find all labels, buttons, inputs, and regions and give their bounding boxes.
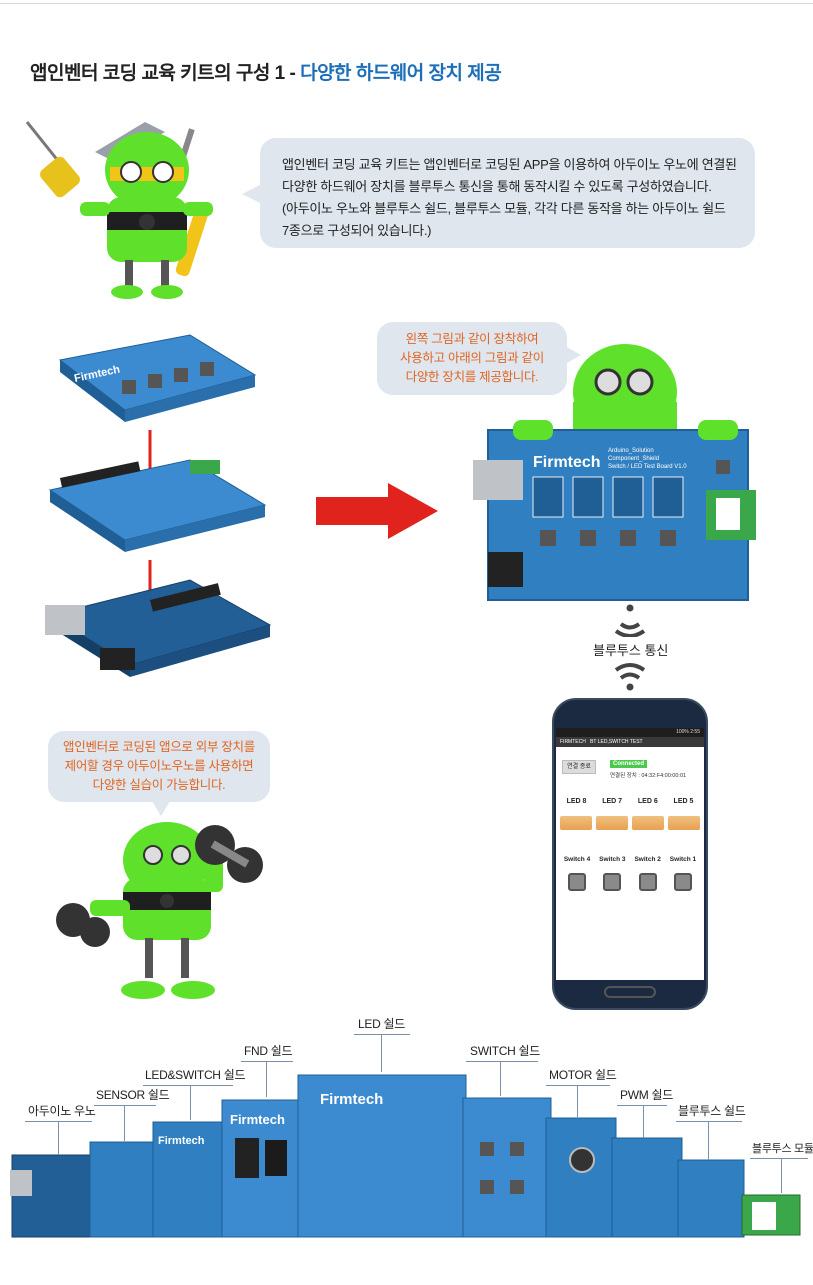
page-title: 앱인벤터 코딩 교육 키트의 구성 1 - 다양한 하드웨어 장치 제공 <box>30 58 502 85</box>
callout-bt-shield <box>708 1121 709 1160</box>
intro-line-3: (아두이노 우노와 블루투스 쉴드, 블루투스 모듈, 각각 다른 동작을 하는… <box>282 201 726 216</box>
led-label: LED 7 <box>602 798 623 805</box>
label-bluetooth-shield: 블루투스 쉴드 <box>678 1104 746 1118</box>
board-brand-led-switch: Firmtech <box>158 1135 205 1147</box>
label-arduino-uno: 아두이노 우노 <box>28 1104 96 1118</box>
phone-app-bar: FIRMTECH BT LED,SWITCH TEST <box>556 737 704 747</box>
switch-2-indicator <box>631 873 664 891</box>
intro-line-1: 앱인벤터 코딩 교육 키트는 앱인벤터로 코딩된 APP을 이용하여 아두이노 … <box>282 157 737 172</box>
callout-led <box>381 1034 382 1072</box>
switch-4-indicator <box>560 873 593 891</box>
robot-with-assembled-board-image: Firmtech Arduino_Solution Component_Shie… <box>473 344 756 601</box>
led-label: LED 8 <box>566 798 587 805</box>
connected-badge: Connected <box>610 760 648 768</box>
shield-lineup-image: Firmtech Firmtech Firmtech <box>10 1074 801 1238</box>
big-red-arrow-icon <box>316 483 438 539</box>
label-led-shield: LED 쉴드 <box>358 1017 405 1031</box>
callout-arduino-bar <box>25 1121 92 1122</box>
led-7-toggle[interactable] <box>596 816 628 830</box>
label-sensor-shield: SENSOR 쉴드 <box>96 1088 170 1102</box>
label-bluetooth-module: 블루투스 모듈 <box>752 1143 813 1155</box>
board-subtitle-2: Component_Shield <box>608 456 659 462</box>
callout-led-bar <box>354 1034 410 1035</box>
callout-bt-module <box>781 1158 782 1193</box>
bubble-tail <box>152 801 170 816</box>
switch-label: Switch 1 <box>669 856 697 863</box>
practice-line-2: 제어할 경우 아두이노우노를 사용하면 <box>64 759 254 773</box>
label-led-switch-shield: LED&SWITCH 쉴드 <box>145 1068 246 1082</box>
callout-led-switch-bar <box>143 1085 233 1086</box>
callout-motor <box>577 1085 578 1117</box>
switch-label: Switch 4 <box>563 856 591 863</box>
assembly-line-3: 다양한 장치를 제공합니다. <box>405 370 539 384</box>
phone-screen: 100% 2:55 FIRMTECH BT LED,SWITCH TEST 연결… <box>556 728 704 980</box>
led-image-row <box>560 816 700 830</box>
label-fnd-shield: FND 쉴드 <box>244 1044 293 1058</box>
callout-bt-shield-bar <box>676 1121 742 1122</box>
led-5-toggle[interactable] <box>668 816 700 830</box>
callout-sensor <box>124 1105 125 1141</box>
callout-switch-bar <box>466 1061 538 1062</box>
robot-with-tools-image <box>25 121 213 299</box>
led-6-toggle[interactable] <box>632 816 664 830</box>
callout-sensor-bar <box>94 1105 156 1106</box>
callout-pwm <box>643 1105 644 1138</box>
practice-line-1: 앱인벤터로 코딩된 앱으로 외부 장치를 <box>63 740 255 754</box>
page-title-accent: 다양한 하드웨어 장치 제공 <box>300 63 502 84</box>
callout-switch <box>500 1061 501 1096</box>
intro-speech-bubble: 앱인벤터 코딩 교육 키트는 앱인벤터로 코딩된 APP을 이용하여 아두이노 … <box>242 138 755 248</box>
switch-1-indicator <box>667 873 700 891</box>
callout-motor-bar <box>546 1085 610 1086</box>
practice-speech-bubble: 앱인벤터로 코딩된 앱으로 외부 장치를 제어할 경우 아두이노우노를 사용하면… <box>48 731 270 816</box>
intro-line-4: 7종으로 구성되어 있습니다.) <box>282 223 432 238</box>
callout-bt-module-bar <box>750 1158 808 1159</box>
bluetooth-signal-icon <box>614 604 646 637</box>
connected-device-info: 연결된 장치 : 04:32:F4:00:00:01 <box>610 773 687 779</box>
page-title-main: 앱인벤터 코딩 교육 키트의 구성 1 - <box>30 63 301 84</box>
led-label-row: LED 8 LED 7 LED 6 LED 5 <box>560 798 700 805</box>
callout-pwm-bar <box>617 1105 667 1106</box>
app-brand: FIRMTECH <box>560 739 586 745</box>
callout-arduino <box>58 1121 59 1154</box>
callout-led-switch <box>190 1085 191 1120</box>
switch-button-row <box>560 873 700 891</box>
bluetooth-signal-icon <box>614 663 646 691</box>
phone-status-bar: 100% 2:55 <box>556 728 704 737</box>
disconnect-button[interactable]: 연결 종료 <box>562 760 596 774</box>
switch-label: Switch 2 <box>634 856 661 863</box>
bluetooth-communication-label: 블루투스 통신 <box>593 643 669 658</box>
robot-with-dumbbells-image <box>56 822 263 999</box>
app-title: BT LED,SWITCH TEST <box>590 739 643 745</box>
assembly-speech-bubble: 왼쪽 그림과 같이 장착하여 사용하고 아래의 그림과 같이 다양한 장치를 제… <box>377 322 581 395</box>
label-switch-shield: SWITCH 쉴드 <box>470 1044 541 1058</box>
callout-fnd <box>266 1061 267 1097</box>
led-label: LED 5 <box>673 798 694 805</box>
board-subtitle-1: Arduino_Solution <box>608 448 654 454</box>
led-8-toggle[interactable] <box>560 816 592 830</box>
phone-home-button <box>604 986 656 998</box>
board-brand-assembled: Firmtech <box>533 454 601 471</box>
practice-line-3: 다양한 실습이 가능합니다. <box>92 778 226 792</box>
label-motor-shield: MOTOR 쉴드 <box>549 1068 617 1082</box>
bubble-tail <box>565 346 581 364</box>
board-brand-led: Firmtech <box>320 1091 383 1108</box>
switch-3-indicator <box>596 873 629 891</box>
switch-label-row: Switch 4 Switch 3 Switch 2 Switch 1 <box>560 856 700 863</box>
switch-label: Switch 3 <box>599 856 626 863</box>
bubble-tail <box>242 184 262 204</box>
intro-line-2: 다양한 하드웨어 장치를 블루투스 통신을 통해 동작시킬 수 있도록 구성하였… <box>282 179 712 194</box>
board-subtitle-3: Switch / LED Test Board V1.0 <box>608 464 687 470</box>
assembly-line-2: 사용하고 아래의 그림과 같이 <box>400 351 544 365</box>
exploded-board-stack-image: Firmtech <box>45 334 272 677</box>
assembly-line-1: 왼쪽 그림과 같이 장착하여 <box>405 332 539 346</box>
top-divider <box>0 3 813 4</box>
callout-fnd-bar <box>241 1061 293 1062</box>
board-brand-fnd: Firmtech <box>230 1112 285 1127</box>
led-label: LED 6 <box>637 798 658 805</box>
label-pwm-shield: PWM 쉴드 <box>620 1088 673 1102</box>
